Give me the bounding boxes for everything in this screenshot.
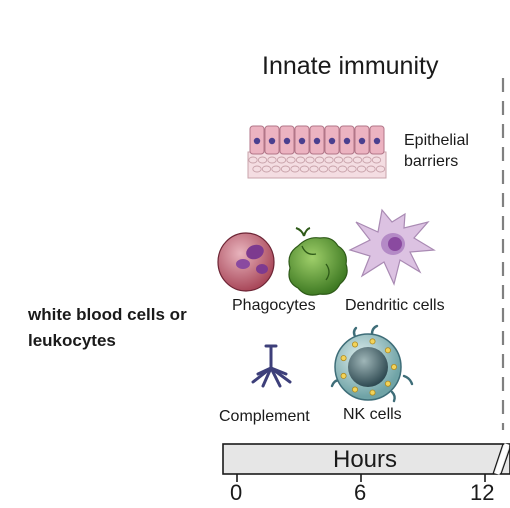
basement-fiber xyxy=(305,156,315,164)
epithelial-nucleus xyxy=(358,137,366,145)
basement-fiber xyxy=(280,165,291,173)
basement-fiber xyxy=(271,165,281,173)
diagram-title: Innate immunity xyxy=(262,52,439,80)
nk-granule xyxy=(390,363,397,370)
nk-granule xyxy=(384,347,391,354)
basement-fiber xyxy=(343,156,353,164)
basement-fiber xyxy=(371,156,382,164)
epithelial-nucleus xyxy=(328,137,336,145)
basement-fiber xyxy=(375,165,386,173)
neutrophil-icon xyxy=(288,227,348,296)
epithelial-nucleus xyxy=(253,137,261,145)
basement-fiber xyxy=(352,156,363,164)
basement-fiber xyxy=(328,165,338,173)
nk-cells-label: NK cells xyxy=(343,406,402,423)
macrophage-icon xyxy=(217,232,275,292)
timeline-ticks xyxy=(236,474,486,482)
epithelial-label-line-2: barriers xyxy=(404,153,459,170)
complement-label: Complement xyxy=(219,408,310,425)
tick-label-6: 6 xyxy=(354,480,367,505)
epithelial-barrier-illustration xyxy=(247,125,387,179)
basement-fiber xyxy=(248,156,258,164)
basement-fiber xyxy=(333,156,344,164)
basement-fiber xyxy=(356,165,367,173)
nk-granule xyxy=(384,380,391,387)
nk-granule xyxy=(369,389,376,396)
leukocytes-note: white blood cells or leukocytes xyxy=(28,302,187,354)
basement-fiber xyxy=(362,156,372,164)
leukocytes-note-line-1: white blood cells or xyxy=(28,305,187,324)
tick-label-12: 12 xyxy=(470,480,495,505)
basement-fiber xyxy=(276,156,287,164)
complement-icon xyxy=(251,344,292,388)
basement-fiber xyxy=(267,156,277,164)
nk-granule xyxy=(340,355,347,362)
phagocytes-label: Phagocytes xyxy=(232,297,316,314)
basement-fiber xyxy=(286,156,296,164)
leukocytes-note-line-2: leukocytes xyxy=(28,331,116,350)
nk-granule xyxy=(351,341,358,348)
basement-fiber xyxy=(252,165,262,173)
basement-fiber xyxy=(314,156,325,164)
tick-label-0: 0 xyxy=(230,480,243,505)
basement-fiber xyxy=(347,165,357,173)
epithelial-nucleus xyxy=(298,137,306,145)
epithelial-nucleus xyxy=(343,137,351,145)
basement-fiber xyxy=(366,165,376,173)
basement-fiber xyxy=(337,165,348,173)
basement-fiber xyxy=(309,165,319,173)
epithelial-label-line-1: Epithelial xyxy=(404,132,469,149)
nk-granule xyxy=(369,338,376,345)
epithelial-nucleus xyxy=(313,137,321,145)
nk-granule xyxy=(340,372,347,379)
epithelial-nucleus xyxy=(373,137,381,145)
basement-fiber xyxy=(299,165,310,173)
basement-fiber xyxy=(324,156,334,164)
epithelial-nucleus xyxy=(283,137,291,145)
nk-cell-icon xyxy=(330,324,414,403)
dendritic-cells-label: Dendritic cells xyxy=(345,297,445,314)
timeline-axis-label: Hours xyxy=(333,446,398,473)
epithelial-nucleus xyxy=(268,137,276,145)
basement-fiber xyxy=(261,165,272,173)
dendritic-cell-icon xyxy=(348,208,436,286)
basement-fiber xyxy=(318,165,329,173)
timeline-bar xyxy=(222,443,510,475)
basement-fiber xyxy=(257,156,268,164)
nk-granule xyxy=(351,386,358,393)
basement-fiber xyxy=(295,156,306,164)
basement-fiber xyxy=(290,165,300,173)
epithelial-barriers-label: Epithelial barriers xyxy=(404,130,469,172)
